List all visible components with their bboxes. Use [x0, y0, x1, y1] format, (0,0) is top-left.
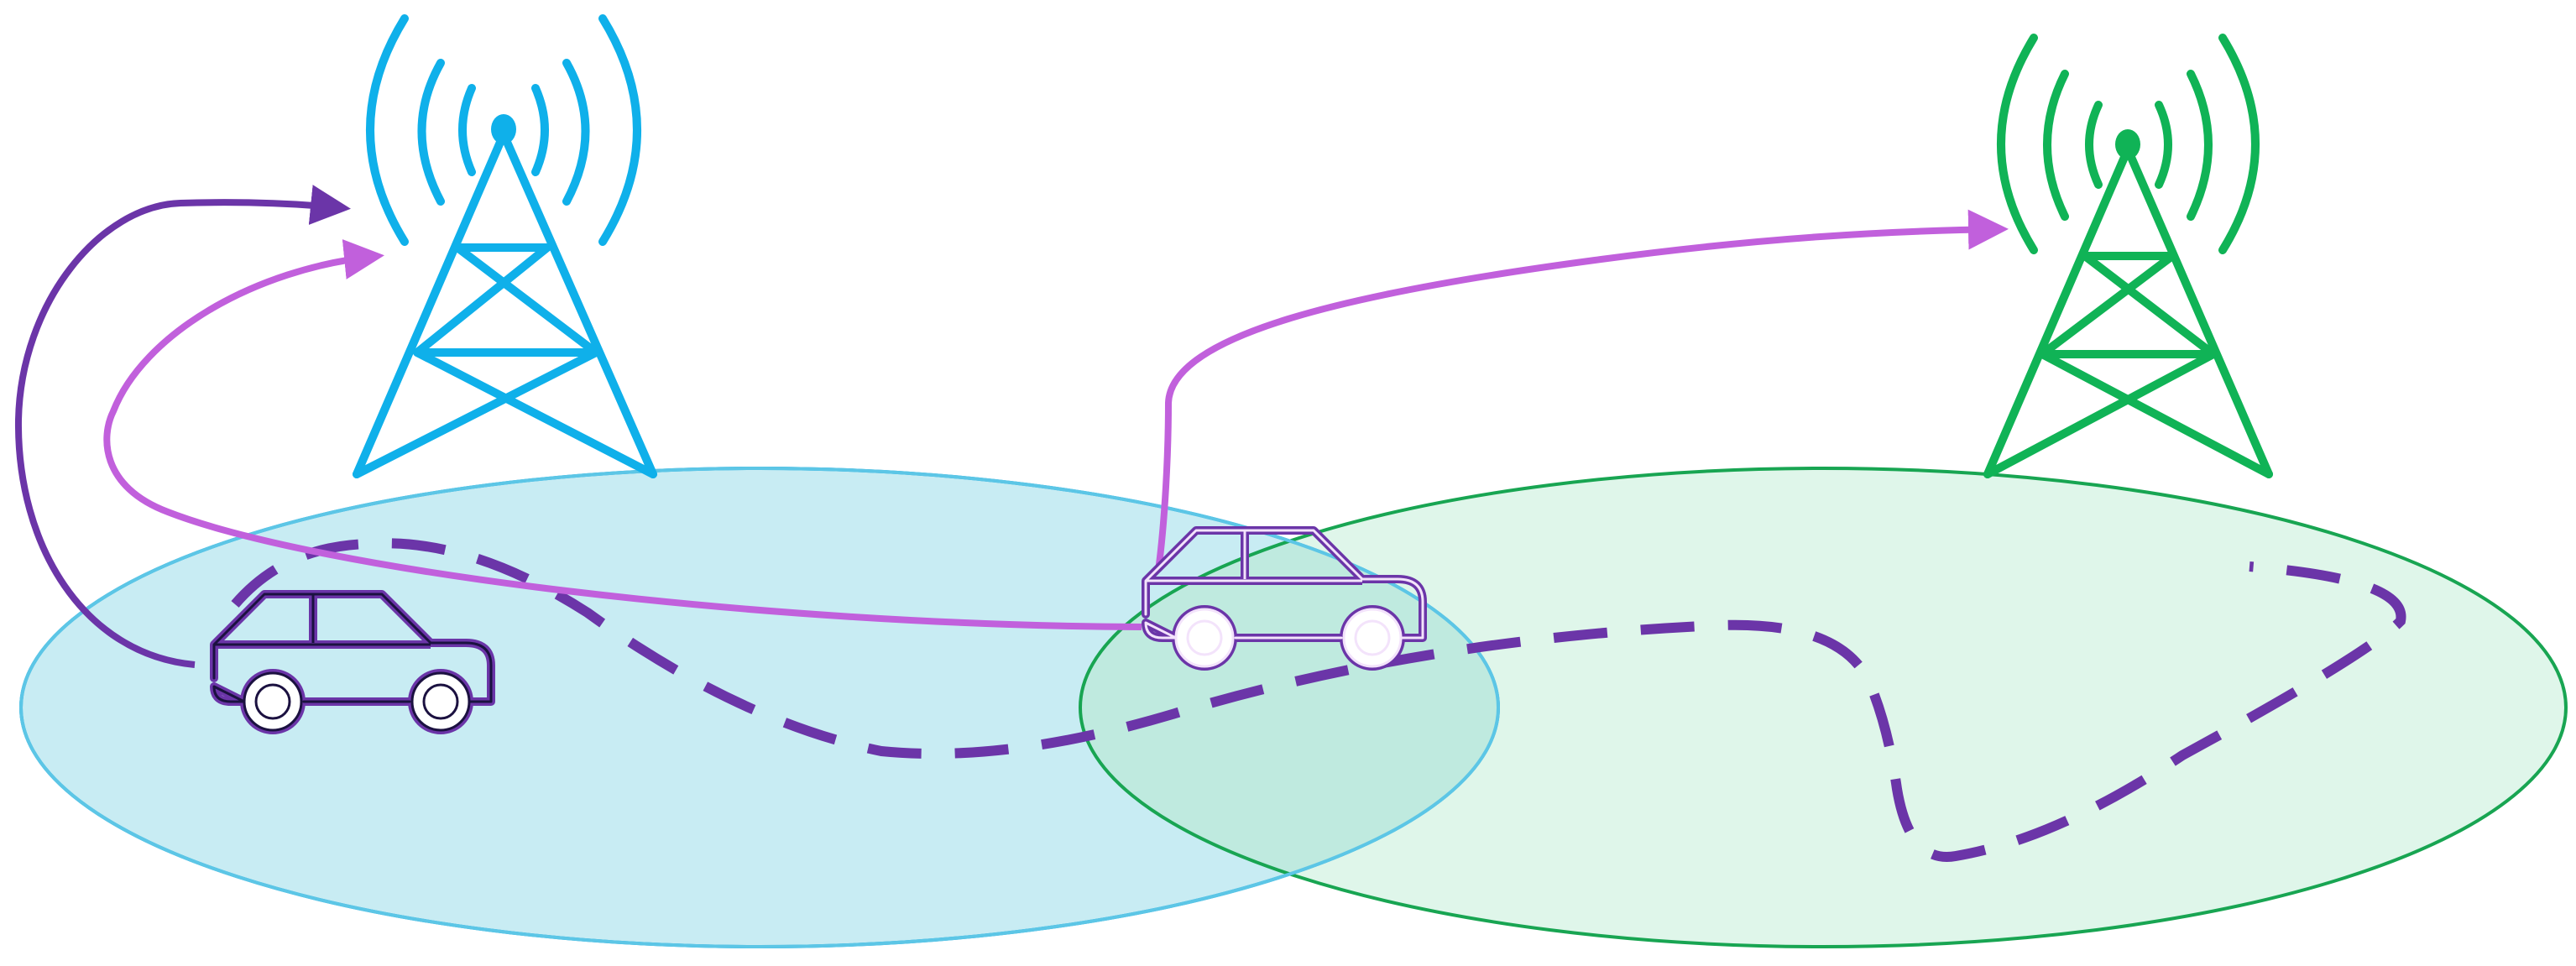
signal-link-car-left-to-tower-left-primary — [14, 185, 351, 668]
cell-tower-icon — [353, 14, 657, 478]
coverage-cell-right-edge — [1079, 468, 1498, 947]
vehicle-route — [231, 538, 2406, 862]
signal-link-car-middle-to-tower-right — [1155, 209, 2009, 572]
coverage-cell-left-edge — [19, 467, 1500, 948]
signal-link-car-middle-to-tower-left — [103, 239, 1142, 630]
cell-tower-icon — [1983, 34, 2273, 478]
